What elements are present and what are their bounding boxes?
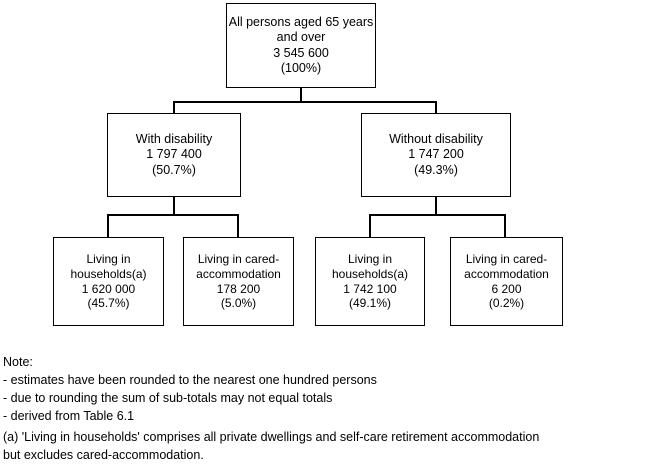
node-without-disability: Without disability 1 747 200 (49.3%): [361, 113, 511, 197]
node-without-disability-label: Without disability: [389, 132, 483, 147]
connector-to-leaf-2: [237, 214, 239, 238]
connector-to-without-disability: [435, 101, 437, 114]
node-leaf-2-line2: accommodation: [196, 266, 281, 281]
node-with-disability-households: Living in households(a) 1 620 000 (45.7%…: [53, 237, 164, 326]
node-leaf-4-count: 6 200: [491, 281, 522, 296]
notes-item-1: - estimates have been rounded to the nea…: [3, 373, 377, 388]
node-leaf-3-line2: households(a): [331, 266, 409, 281]
node-leaf-2-line1: Living in cared-: [197, 252, 280, 267]
connector-to-with-disability: [173, 101, 175, 114]
node-without-disability-households: Living in households(a) 1 742 100 (49.1%…: [315, 237, 425, 326]
node-leaf-3-count: 1 742 100: [343, 281, 397, 296]
node-leaf-2-count: 178 200: [216, 281, 261, 296]
node-with-disability-percent: (50.7%): [152, 162, 196, 177]
node-leaf-4-percent: (0.2%): [488, 296, 525, 311]
node-root-line2: and over: [276, 30, 326, 45]
footnote-line-2: but excludes cared-accommodation.: [3, 448, 204, 463]
node-with-disability: With disability 1 797 400 (50.7%): [107, 113, 241, 197]
connector-to-leaf-4: [504, 214, 506, 238]
node-leaf-4-line1: Living in cared-: [465, 252, 548, 267]
node-root-line1: All persons aged 65 years: [228, 15, 374, 29]
connector-level2-bus: [173, 101, 437, 103]
node-leaf-1-line1: Living in: [86, 252, 131, 267]
notes-section: Note: - estimates have been rounded to t…: [3, 353, 377, 426]
footnote-line-1: (a) 'Living in households' comprises all…: [3, 430, 540, 444]
node-without-disability-percent: (49.3%): [414, 162, 458, 177]
node-with-disability-cared-accommodation: Living in cared- accommodation 178 200 (…: [183, 237, 294, 326]
node-without-disability-cared-accommodation: Living in cared- accommodation 6 200 (0.…: [450, 237, 563, 326]
node-leaf-3-percent: (49.1%): [348, 296, 392, 311]
node-leaf-1-line2: households(a): [70, 266, 147, 281]
connector-root-stem: [300, 88, 302, 102]
node-without-disability-count: 1 747 200: [408, 147, 464, 162]
connector-with-disability-bus: [107, 214, 239, 216]
node-leaf-1-percent: (45.7%): [87, 296, 130, 311]
node-with-disability-label: With disability: [135, 132, 213, 147]
footnote-section: (a) 'Living in households' comprises all…: [3, 428, 539, 464]
connector-without-disability-stem: [435, 197, 437, 214]
connector-to-leaf-1: [107, 214, 109, 238]
node-all-persons-65-plus: All persons aged 65 years and over 3 545…: [226, 3, 376, 88]
node-with-disability-count: 1 797 400: [146, 147, 202, 162]
connector-without-disability-bus: [369, 214, 506, 216]
node-root-percent: (100%): [280, 60, 322, 75]
notes-item-2: - due to rounding the sum of sub-totals …: [3, 391, 333, 406]
node-leaf-4-line2: accommodation: [464, 266, 549, 281]
node-leaf-1-count: 1 620 000: [81, 281, 136, 296]
node-leaf-3-line1: Living in: [347, 252, 393, 267]
notes-heading: Note:: [3, 355, 33, 369]
notes-item-3: - derived from Table 6.1: [3, 409, 135, 424]
node-leaf-2-percent: (5.0%): [220, 296, 257, 311]
node-root-count: 3 545 600: [273, 45, 329, 60]
connector-with-disability-stem: [173, 197, 175, 214]
connector-to-leaf-3: [369, 214, 371, 238]
